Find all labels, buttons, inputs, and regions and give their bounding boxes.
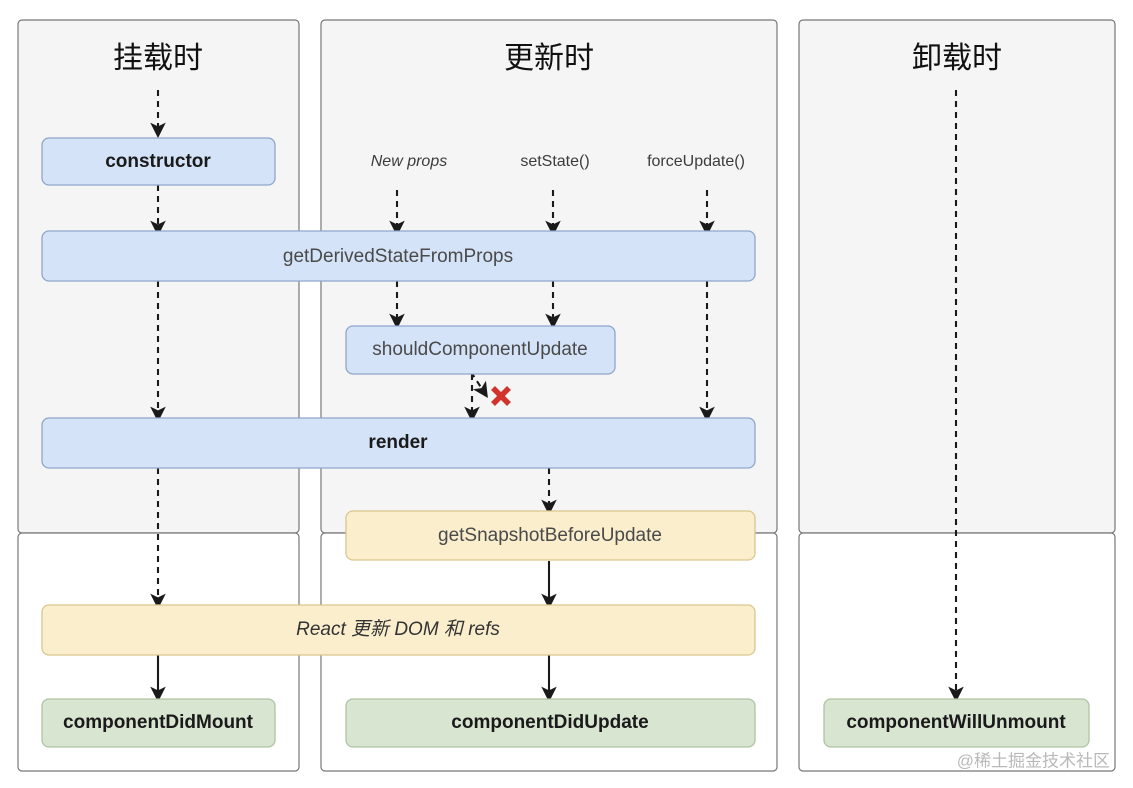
node-component-did-update[interactable]: componentDidUpdate — [345, 698, 756, 748]
node-react-updates-dom[interactable]: React 更新 DOM 和 refs — [41, 604, 756, 656]
node-react-updates-dom-label: React 更新 DOM 和 refs — [296, 618, 500, 640]
node-component-will-unmount-label: componentWillUnmount — [846, 712, 1066, 733]
node-component-did-mount-label: componentDidMount — [63, 712, 254, 733]
node-component-will-unmount[interactable]: componentWillUnmount — [823, 698, 1090, 748]
node-render-label: render — [368, 432, 428, 453]
node-scu-label: shouldComponentUpdate — [372, 339, 588, 360]
skip-render-x-icon — [491, 386, 511, 406]
panel-title-update: 更新时 — [504, 42, 594, 75]
node-constructor-label: constructor — [105, 151, 211, 172]
trigger-label-new-props: New props — [371, 153, 447, 170]
node-should-component-update[interactable]: shouldComponentUpdate — [345, 325, 616, 375]
node-component-did-update-label: componentDidUpdate — [451, 712, 648, 733]
trigger-label-set-state: setState() — [520, 153, 589, 170]
panel-title-mount: 挂载时 — [113, 42, 203, 75]
panel-title-unmount: 卸载时 — [912, 42, 1002, 75]
panel-unmount: 卸载时 — [798, 19, 1116, 772]
node-component-did-mount[interactable]: componentDidMount — [41, 698, 276, 748]
node-get-derived-state-from-props[interactable]: getDerivedStateFromProps — [41, 230, 756, 282]
connector-scu-false-branch — [470, 371, 488, 398]
node-constructor[interactable]: constructor — [41, 137, 276, 186]
watermark-label: @稀土掘金技术社区 — [957, 751, 1110, 770]
trigger-label-force-update: forceUpdate() — [647, 153, 745, 170]
node-gsbu-label: getSnapshotBeforeUpdate — [438, 525, 662, 546]
node-render[interactable]: render — [41, 417, 756, 469]
node-gdsfp-label: getDerivedStateFromProps — [283, 246, 513, 267]
node-get-snapshot-before-update[interactable]: getSnapshotBeforeUpdate — [345, 510, 756, 561]
